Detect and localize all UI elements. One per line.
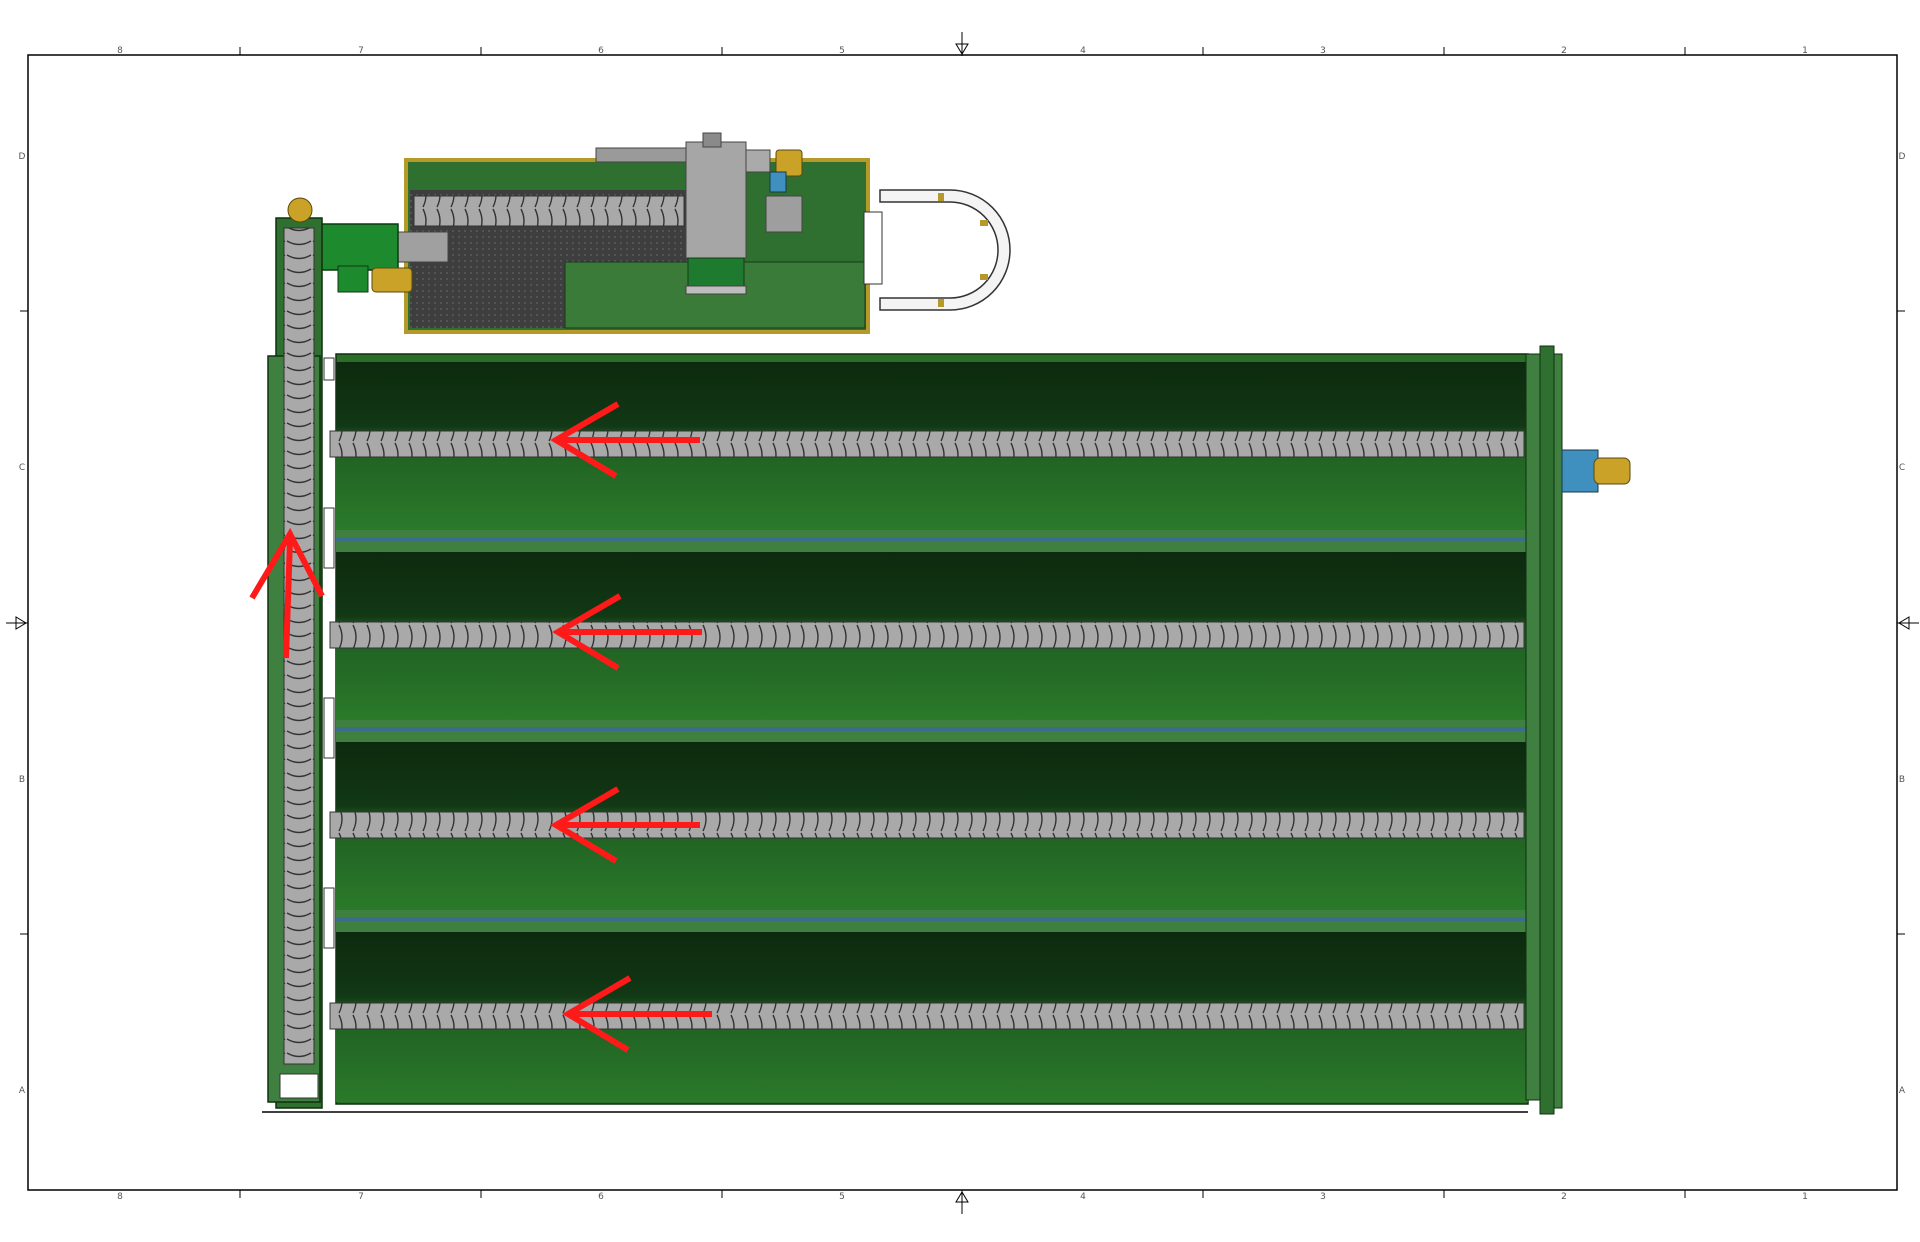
center-mark-left	[6, 616, 28, 630]
trough-auger-3	[329, 811, 1525, 839]
zone-row-left-B: B	[19, 775, 25, 785]
drive-motor-icon-right	[1561, 449, 1631, 493]
center-mark-top	[955, 32, 969, 56]
zone-col-bottom-2: 2	[1561, 1192, 1567, 1202]
trough-4	[329, 932, 1528, 1102]
trough-2	[329, 552, 1528, 720]
trough-auger-1	[329, 430, 1525, 458]
zone-col-bottom-6: 6	[598, 1192, 604, 1202]
zone-col-bottom-3: 3	[1320, 1192, 1326, 1202]
flow-arrows	[249, 401, 712, 1053]
vertical-auger-icon	[267, 197, 323, 1109]
zone-col-top-5: 5	[839, 46, 845, 56]
trough-3	[329, 742, 1528, 910]
zone-row-right-B: B	[1899, 775, 1905, 785]
zone-row-left-A: A	[19, 1086, 26, 1096]
center-mark-right	[1897, 616, 1919, 630]
zone-col-bottom-1: 1	[1802, 1192, 1808, 1202]
chute-guard-icon	[863, 189, 1011, 311]
zone-col-top-6: 6	[598, 46, 604, 56]
flow-arrow-icon	[550, 401, 700, 479]
zone-row-left-D: D	[19, 152, 26, 162]
trough-1	[329, 362, 1528, 530]
flow-arrow-icon-vertical	[249, 527, 325, 659]
press-screw	[413, 195, 685, 227]
zone-col-bottom-7: 7	[358, 1192, 364, 1202]
trough-auger-4	[329, 1002, 1525, 1030]
flow-arrow-icon	[552, 593, 702, 671]
drawing-frame: 8 7 6 5 4 3 2 1 8 7 6 5 4 3 2 1 D C B A …	[6, 32, 1919, 1214]
zone-col-bottom-4: 4	[1080, 1192, 1086, 1202]
zone-row-right-A: A	[1899, 1086, 1906, 1096]
center-mark-bottom	[955, 1190, 969, 1214]
gearbox-icon	[319, 223, 413, 293]
screw-press-icon	[397, 132, 870, 334]
trough-assembly	[262, 345, 1563, 1115]
zone-col-top-1: 1	[1802, 46, 1808, 56]
press-drive-housing	[685, 141, 747, 259]
flow-arrow-icon	[550, 786, 700, 864]
vertical-auger-motor	[287, 197, 313, 223]
drive-motor-icon	[769, 149, 803, 193]
zone-col-top-8: 8	[117, 46, 123, 56]
zone-col-top-4: 4	[1080, 46, 1086, 56]
zone-col-top-3: 3	[1320, 46, 1326, 56]
trough-auger-2	[329, 621, 1525, 649]
zone-col-top-2: 2	[1561, 46, 1567, 56]
zone-col-bottom-8: 8	[117, 1192, 123, 1202]
zone-row-right-D: D	[1899, 152, 1906, 162]
flow-arrow-icon	[562, 975, 712, 1053]
zone-row-right-C: C	[1899, 463, 1905, 473]
zone-col-top-7: 7	[358, 46, 364, 56]
zone-col-bottom-5: 5	[839, 1192, 845, 1202]
zone-row-left-C: C	[19, 463, 25, 473]
